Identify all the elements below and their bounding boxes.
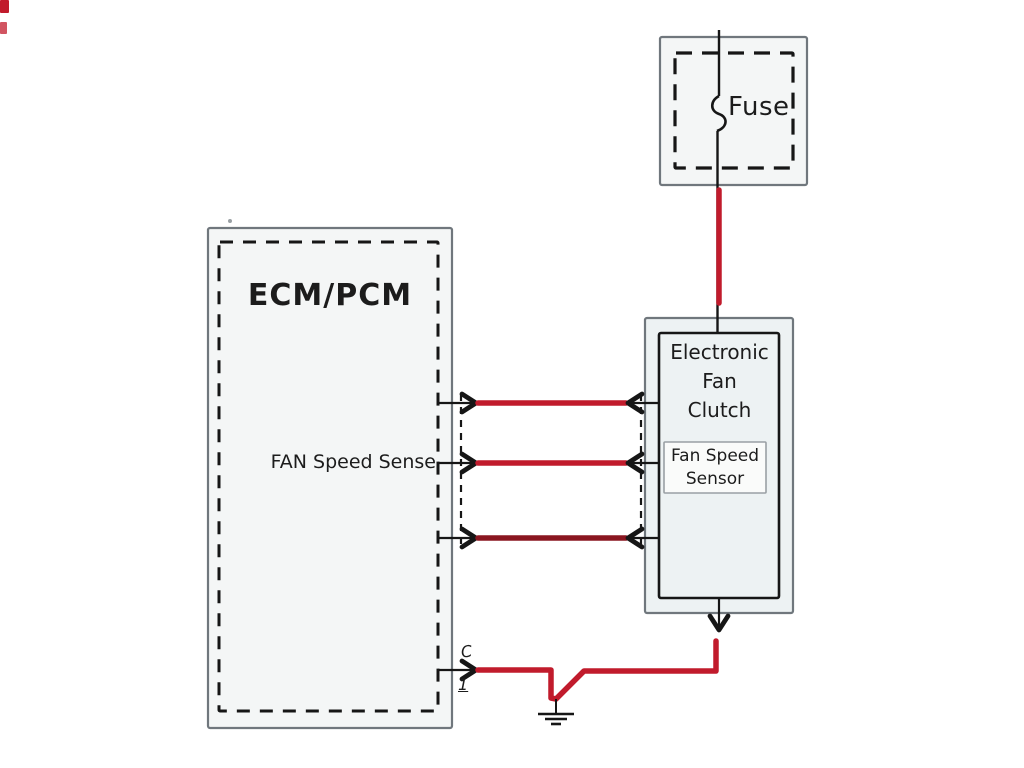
fan-speed-sense-label: FAN Speed Sense [270, 451, 436, 473]
fan-speed-sensor-label-line: Sensor [685, 469, 745, 489]
arrow-left-icon [625, 391, 645, 415]
fan-clutch-label: Electronic Fan Clutch [661, 338, 778, 425]
ecm-label: ECM/PCM [247, 278, 413, 313]
pin-1-label: 1 [458, 675, 469, 694]
stray-mark [228, 219, 232, 223]
fan-speed-sense-wire [438, 451, 658, 475]
ecm-dashed-border [217, 240, 440, 713]
fan-speed-sensor-label-line: Fan Speed [670, 446, 760, 466]
arrow-left-icon [625, 526, 645, 550]
fuse-dashed-border [673, 51, 795, 170]
arrow-down-icon [707, 613, 731, 633]
fuse-label: Fuse [728, 92, 790, 122]
fan-clutch-label-line: Electronic [670, 340, 769, 364]
fuse-box [658, 35, 809, 187]
ecm-box [206, 226, 454, 730]
arrow-left-icon [625, 451, 645, 475]
screen-artifact [0, 22, 7, 34]
fan-speed-sensor-label: Fan Speed Sensor [665, 445, 765, 491]
fan-clutch-label-line: Clutch [687, 398, 752, 422]
fan-speed-sensor-box [663, 441, 767, 494]
ground-icon [538, 699, 574, 726]
ground-wire [475, 638, 719, 702]
screen-artifact [0, 0, 9, 13]
signal-wire-3 [438, 526, 658, 550]
ground-circuit [438, 598, 731, 726]
fan-clutch-label-line: Fan [702, 369, 737, 393]
signal-wire-1 [438, 391, 658, 415]
